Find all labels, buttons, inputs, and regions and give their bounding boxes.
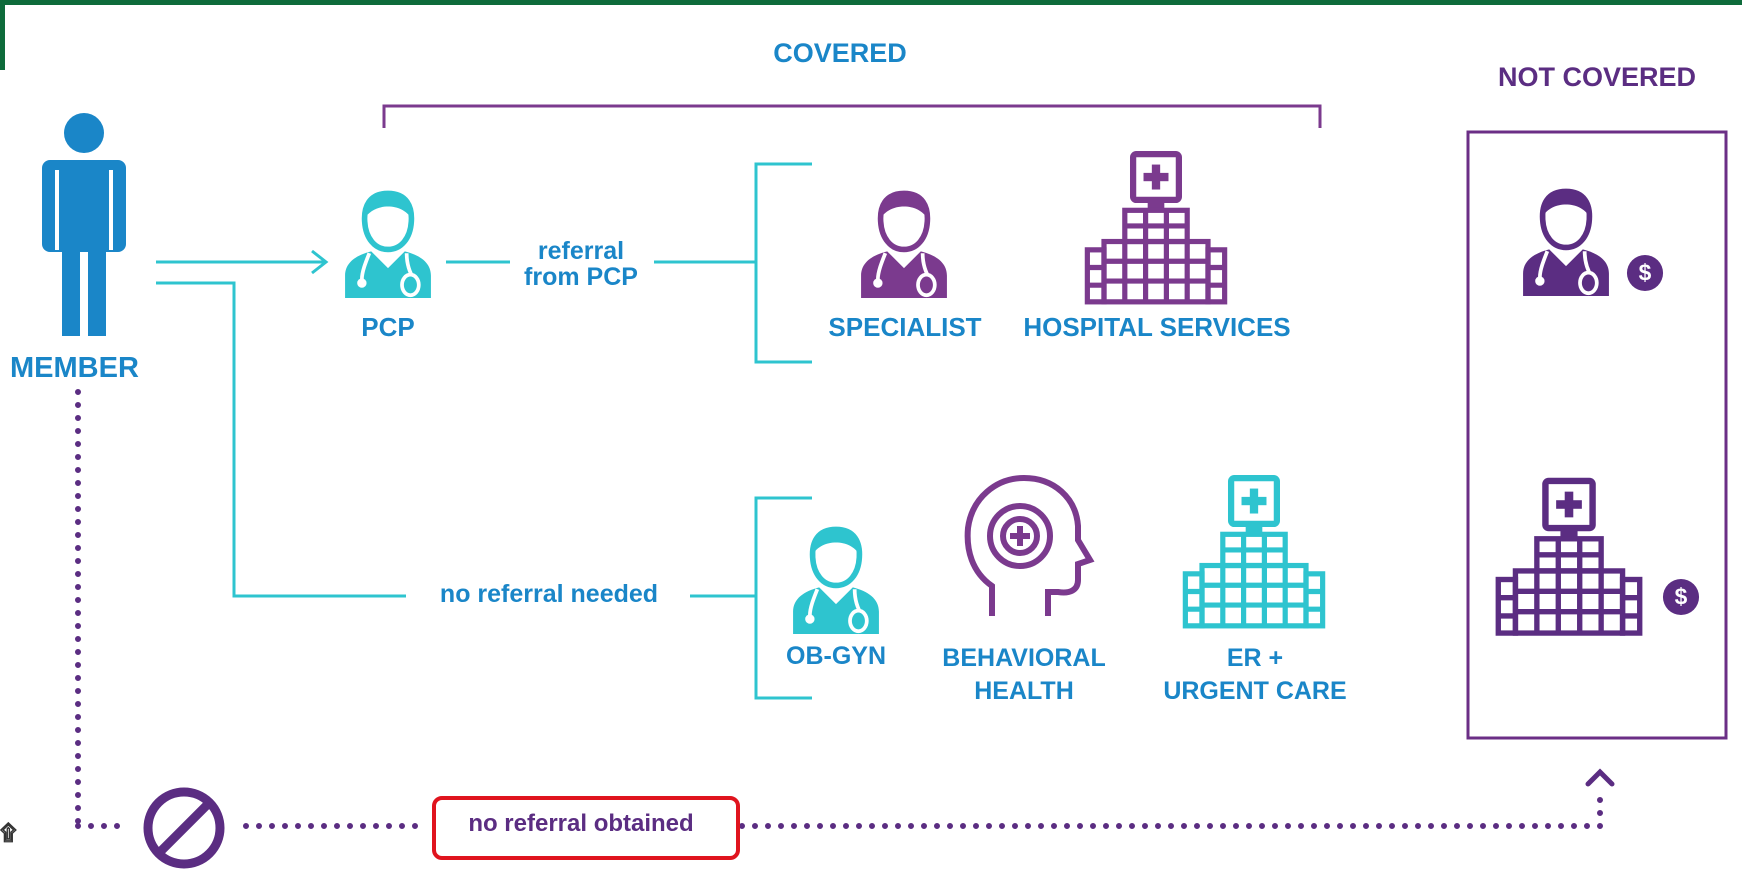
obgyn-doctor-icon: [793, 528, 879, 634]
not-covered-label: NOT COVERED: [1497, 62, 1697, 92]
obgyn-label: OB-GYN: [786, 642, 886, 670]
direct-access-bracket: [754, 496, 812, 700]
pcp-label: PCP: [361, 312, 415, 342]
behavioral-label-line2: HEALTH: [974, 677, 1074, 705]
referral-label-line2: from PCP: [524, 263, 638, 291]
no-referral-obtained-label: no referral obtained: [468, 810, 694, 837]
specialist-label: SPECIALIST: [828, 312, 982, 342]
not-covered-doctor-icon: [1523, 190, 1609, 296]
behavioral-health-label: BEHAVIORAL HEALTH: [924, 642, 1124, 708]
covered-bracket: [382, 104, 1322, 128]
no-referral-path-line: [156, 281, 406, 598]
edge-glyph: ۩: [0, 820, 17, 845]
member-label: MEMBER: [10, 352, 139, 384]
referral-label: referral from PCP: [506, 238, 656, 290]
no-referral-needed-label: no referral needed: [414, 580, 684, 609]
dotted-path-arrowhead: [1585, 768, 1615, 787]
not-covered-hospital-icon: [1498, 481, 1639, 633]
not-covered-box: [1466, 130, 1728, 740]
specialist-doctor-icon: [861, 192, 947, 298]
er-label-line2: URGENT CARE: [1163, 677, 1347, 705]
dollar-badge-icon: [1626, 254, 1664, 292]
specialist-bracket: [754, 162, 812, 364]
pcp-doctor-icon: [345, 192, 431, 298]
hospital-services-label: HOSPITAL SERVICES: [1023, 312, 1291, 342]
hospital-icon: [1087, 154, 1224, 302]
referral-label-line1: referral: [537, 237, 625, 265]
behavioral-label-line1: BEHAVIORAL: [942, 644, 1106, 672]
dollar-badge-icon-2: [1662, 578, 1700, 616]
head-plus-icon: [964, 474, 1095, 616]
frame-top-border: [0, 0, 1742, 5]
highlight-box: [432, 796, 740, 860]
covered-label: COVERED: [773, 38, 907, 68]
member-to-pcp-arrow: [156, 249, 329, 275]
er-hospital-icon: [1185, 478, 1322, 626]
prohibited-icon: [143, 787, 225, 869]
er-urgent-care-label: ER + URGENT CARE: [1142, 642, 1368, 708]
er-label-line1: ER +: [1226, 644, 1284, 672]
frame-left-border: [0, 0, 5, 70]
person-icon: [42, 113, 126, 336]
